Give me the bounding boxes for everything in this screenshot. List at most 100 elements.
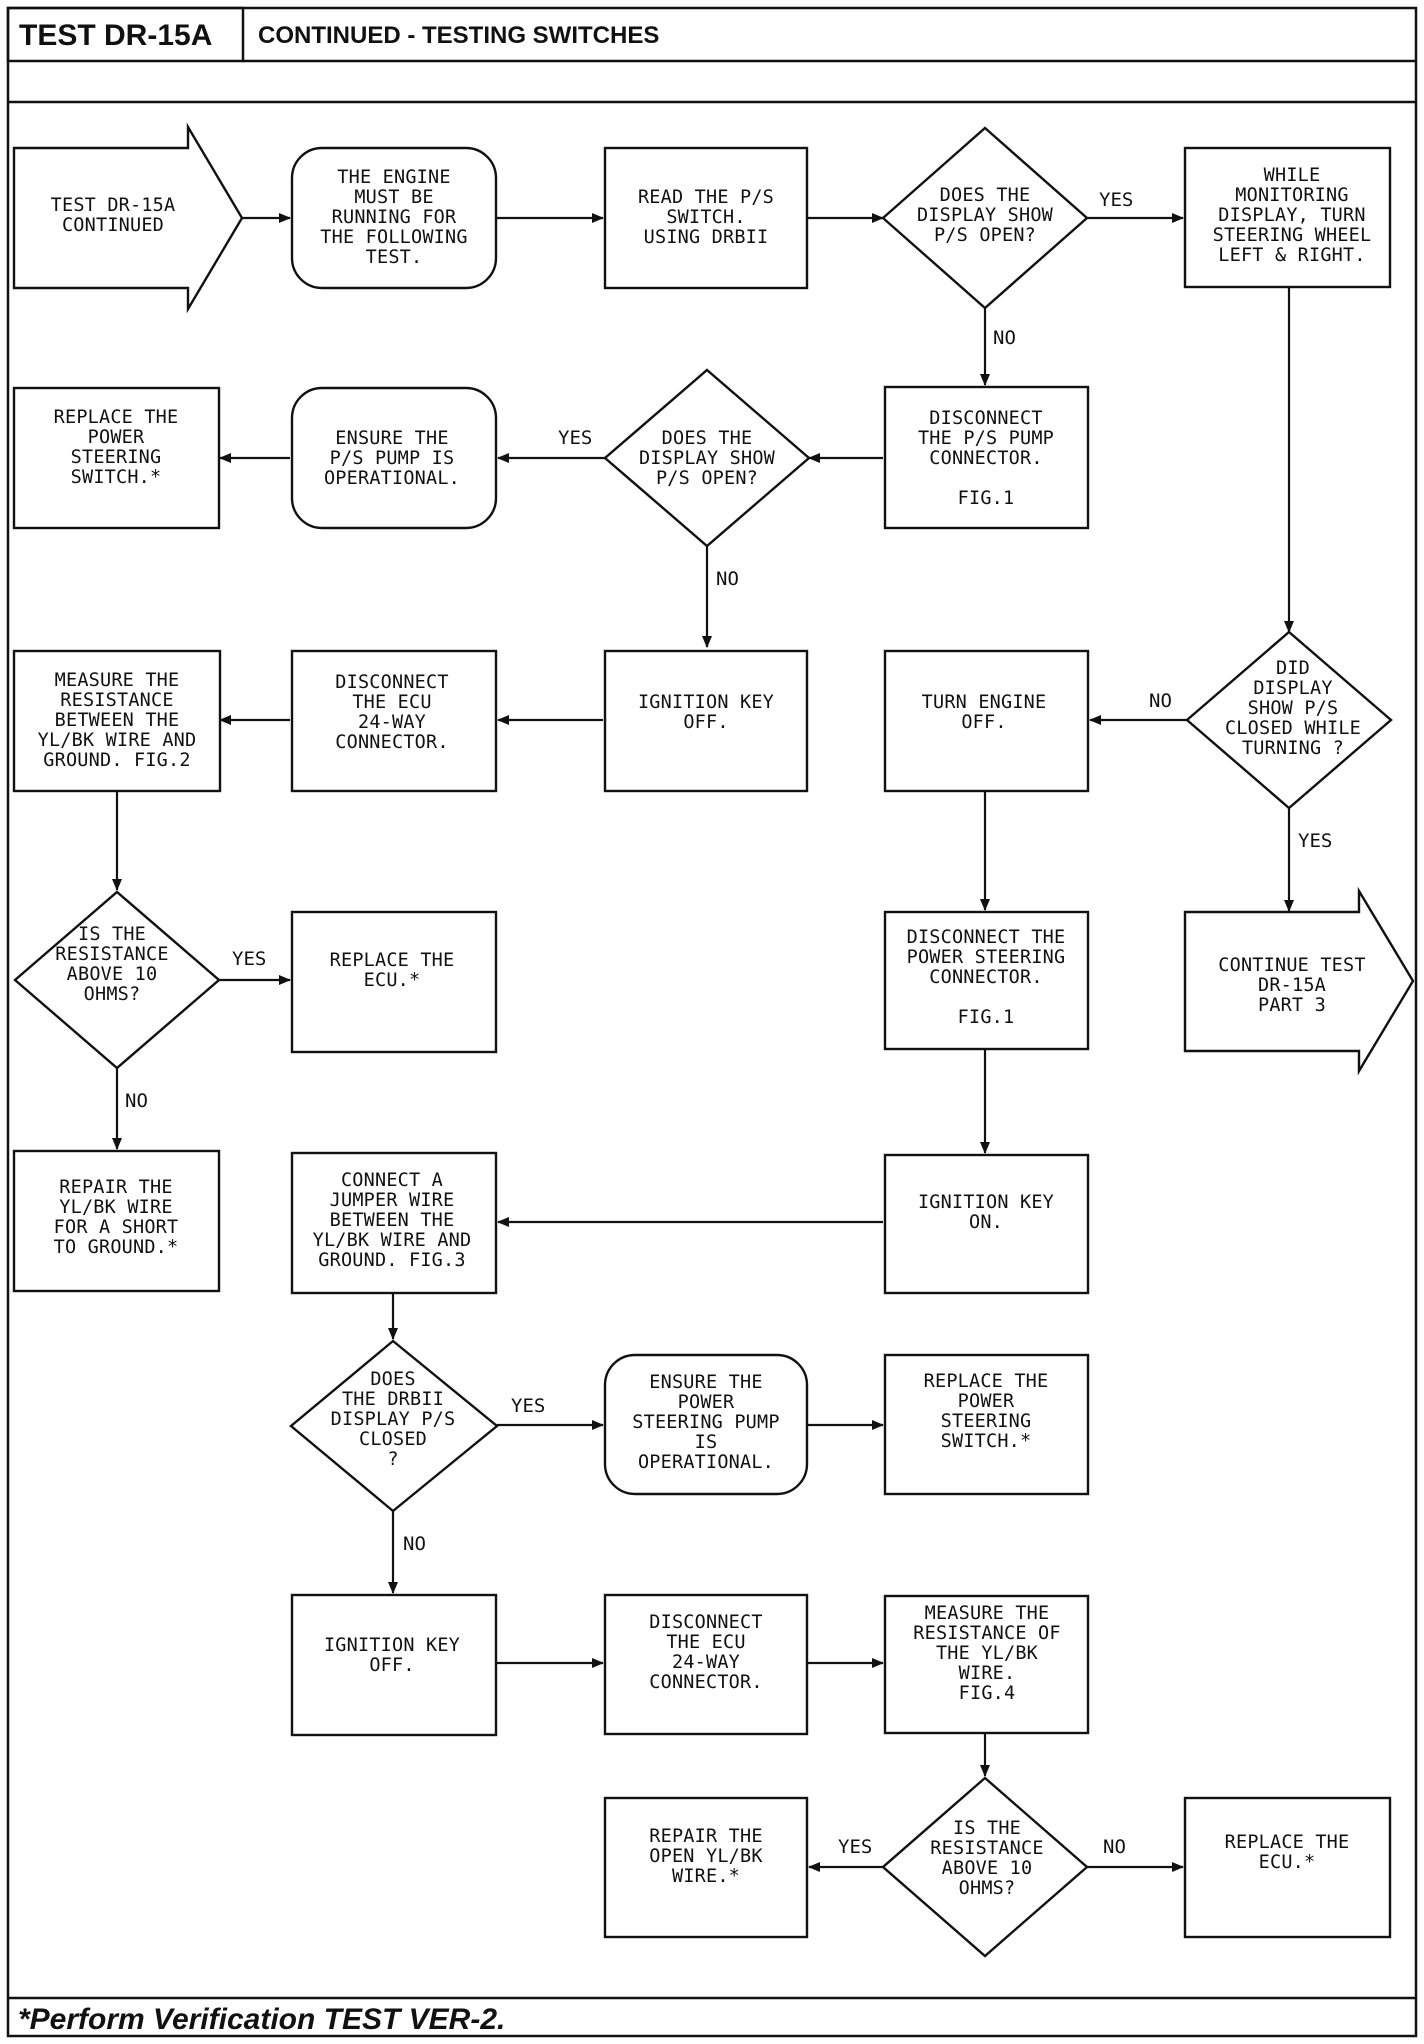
node-label-line: FIG.4 bbox=[959, 1683, 1016, 1704]
node-label-line: CONTINUE TEST bbox=[1218, 955, 1365, 976]
node-label-line: YL/BK WIRE AND bbox=[38, 730, 197, 751]
node-label-line: STEERING WHEEL bbox=[1213, 225, 1372, 246]
node-label-line: 24-WAY bbox=[358, 712, 426, 733]
test-id-box bbox=[6, 6, 245, 63]
node-label-line: FOR A SHORT bbox=[54, 1217, 179, 1238]
node-label-line: ECU.* bbox=[364, 970, 421, 991]
edge-label: NO bbox=[403, 1533, 426, 1555]
node-label-line: GROUND. FIG.3 bbox=[318, 1250, 465, 1271]
node-label-line: BETWEEN THE bbox=[330, 1210, 455, 1231]
ensure-pump-1-box bbox=[290, 386, 498, 530]
node-label-line: REPLACE THE bbox=[924, 1371, 1049, 1392]
footer-note: *Perform Verification TEST VER-2. bbox=[18, 2003, 505, 2036]
replace-switch-1-box bbox=[12, 386, 221, 530]
edge-label: NO bbox=[125, 1090, 148, 1112]
engine-running-box bbox=[290, 146, 498, 290]
node-label-line: ABOVE 10 bbox=[942, 1858, 1033, 1879]
node-label-line: DID bbox=[1276, 658, 1310, 679]
node-label-line: P/S PUMP IS bbox=[330, 448, 455, 469]
node-label-line: CONTINUED bbox=[62, 215, 164, 236]
node-label-line: DOES bbox=[370, 1369, 415, 1390]
node-label-line: DISPLAY, TURN bbox=[1218, 205, 1365, 226]
edge-label: NO bbox=[716, 568, 739, 590]
node-shapes bbox=[12, 122, 1415, 1958]
node-label-line: RUNNING FOR bbox=[332, 207, 457, 228]
node-label-line: LEFT & RIGHT. bbox=[1218, 245, 1365, 266]
node-label-line: DOES THE bbox=[662, 428, 753, 449]
node-label-line: OHMS? bbox=[959, 1878, 1016, 1899]
node-label-line: THE P/S PUMP bbox=[918, 428, 1054, 449]
disconnect-ecu-2-box bbox=[603, 1593, 809, 1736]
node-label-line: 24-WAY bbox=[672, 1652, 740, 1673]
node-label-line: SWITCH. bbox=[666, 207, 745, 228]
ignition-off-2-box bbox=[290, 1593, 498, 1737]
node-label-line: THE ENGINE bbox=[337, 167, 450, 188]
replace-switch-2-box bbox=[883, 1353, 1090, 1496]
node-label-line: TO GROUND.* bbox=[54, 1237, 179, 1258]
node-label-line: FIG.1 bbox=[958, 488, 1015, 509]
decision-resistance-1 bbox=[13, 890, 221, 1070]
node-label-line: IS bbox=[695, 1432, 718, 1453]
edge-label: YES bbox=[838, 1836, 872, 1858]
node-label-line: P/S OPEN? bbox=[934, 225, 1036, 246]
edge-label: NO bbox=[993, 327, 1016, 349]
node-label-line: OPEN YL/BK bbox=[649, 1846, 763, 1867]
node-label-line: CLOSED WHILE bbox=[1225, 718, 1361, 739]
node-label-line: OHMS? bbox=[84, 984, 141, 1005]
node-label-line: SWITCH.* bbox=[941, 1431, 1032, 1452]
edge-label: YES bbox=[1099, 189, 1133, 211]
node-label-line: OPERATIONAL. bbox=[324, 468, 460, 489]
node-label-line: BETWEEN THE bbox=[55, 710, 180, 731]
edge-labels: YES NO YES NO NO YES YES NO YES NO YES N… bbox=[125, 189, 1332, 1858]
node-label-line: REPAIR THE bbox=[59, 1177, 172, 1198]
node-label-line: ABOVE 10 bbox=[67, 964, 158, 985]
node-label-line: RESISTANCE bbox=[930, 1838, 1043, 1859]
node-label-line: ON. bbox=[969, 1212, 1003, 1233]
node-label-line: DISPLAY P/S bbox=[331, 1409, 456, 1430]
node-label-line: OFF. bbox=[369, 1655, 414, 1676]
repair-open-box bbox=[603, 1796, 809, 1939]
node-label-line: DISCONNECT bbox=[335, 672, 448, 693]
node-label-line: YL/BK WIRE AND bbox=[313, 1230, 472, 1251]
node-label-line: PART 3 bbox=[1258, 995, 1326, 1016]
node-label-line: DISCONNECT THE bbox=[907, 927, 1066, 948]
node-label-line: POWER STEERING bbox=[907, 947, 1066, 968]
node-label-line: CONNECTOR. bbox=[929, 448, 1042, 469]
decision-resistance-2 bbox=[881, 1776, 1089, 1958]
node-label-line: GROUND. FIG.2 bbox=[43, 750, 190, 771]
node-label-line: RESISTANCE bbox=[55, 944, 168, 965]
node-label-line: CONNECTOR. bbox=[929, 967, 1042, 988]
decision-ps-open-2 bbox=[603, 368, 811, 548]
decision-ps-open-1 bbox=[881, 126, 1089, 310]
node-label-line: TURN ENGINE bbox=[922, 692, 1047, 713]
node-label-line: CONNECT A bbox=[341, 1170, 443, 1191]
replace-ecu-2-box bbox=[1183, 1796, 1392, 1939]
node-label-line: ? bbox=[387, 1449, 398, 1470]
ignition-off-1-box bbox=[603, 649, 809, 793]
node-label-line: READ THE P/S bbox=[638, 187, 774, 208]
node-label-line: WHILE bbox=[1264, 165, 1321, 186]
node-label-line: MUST BE bbox=[354, 187, 433, 208]
node-label-line: REPLACE THE bbox=[1225, 1832, 1350, 1853]
node-label-line: STEERING bbox=[71, 447, 162, 468]
node-label-line: MONITORING bbox=[1235, 185, 1348, 206]
edge-label: YES bbox=[511, 1395, 545, 1417]
measure-resistance-1-box bbox=[12, 649, 222, 793]
node-label-line: RESISTANCE bbox=[60, 690, 173, 711]
decision-drbii-closed bbox=[289, 1339, 499, 1513]
